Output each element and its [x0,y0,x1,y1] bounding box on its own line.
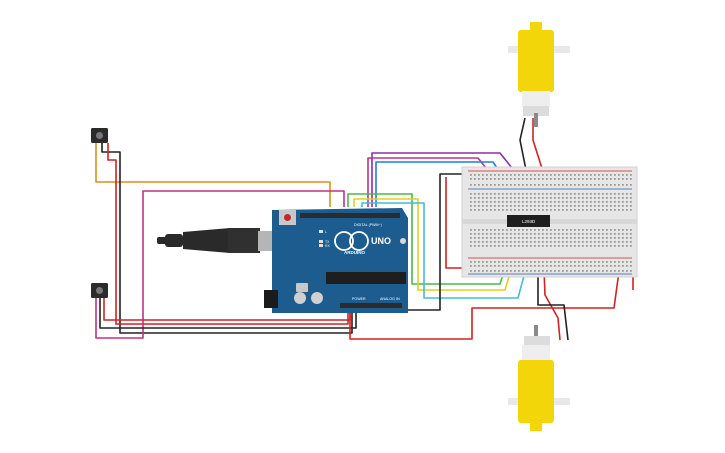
power-header-label: POWER [352,297,366,301]
wire-red-motor1[interactable] [532,118,546,179]
breadboard-holes [470,174,632,272]
usb-cable [157,228,286,253]
wire-green-d4[interactable] [347,193,513,285]
analog-header-label: ANALOG IN [380,297,400,301]
board-brand: ARDUINO [344,250,365,255]
sensor-bottom[interactable] [91,283,108,298]
wire-purple-d1[interactable] [371,152,521,207]
motor-driver-ic[interactable]: L293D [507,215,550,227]
board-model: UNO [371,236,391,246]
led-l-label: L [325,230,327,234]
digital-header-label: DIGITAL (PWM~) [354,223,382,227]
wire-red-vcc-top[interactable] [445,177,468,269]
sensor-top[interactable] [91,128,108,143]
driver-ic-label: L293D [522,219,536,224]
wire-orange-sensor1-signal[interactable] [95,143,331,207]
dc-motor-bottom[interactable] [508,325,570,431]
reset-button[interactable] [284,214,291,221]
wire-magenta-sensor2-signal[interactable] [95,190,345,339]
wire-black-sensor2-gnd[interactable] [99,298,357,329]
wire-red-sensor1-vcc[interactable] [107,143,349,325]
wires [95,117,634,341]
wire-yellow-d5[interactable] [353,198,519,291]
arduino-uno-board[interactable]: ARDUINO UNO DIGITAL (PWM~) POWER ANALOG … [264,208,408,313]
arduino-logo-icon [334,231,354,251]
tx-label: TX [325,240,330,244]
wire-red-5v-rail[interactable] [349,263,621,340]
dc-motor-top[interactable] [508,22,570,127]
rx-label: RX [325,244,330,248]
atmega-chip [326,272,406,284]
wire-cyan-d6[interactable] [361,202,533,299]
